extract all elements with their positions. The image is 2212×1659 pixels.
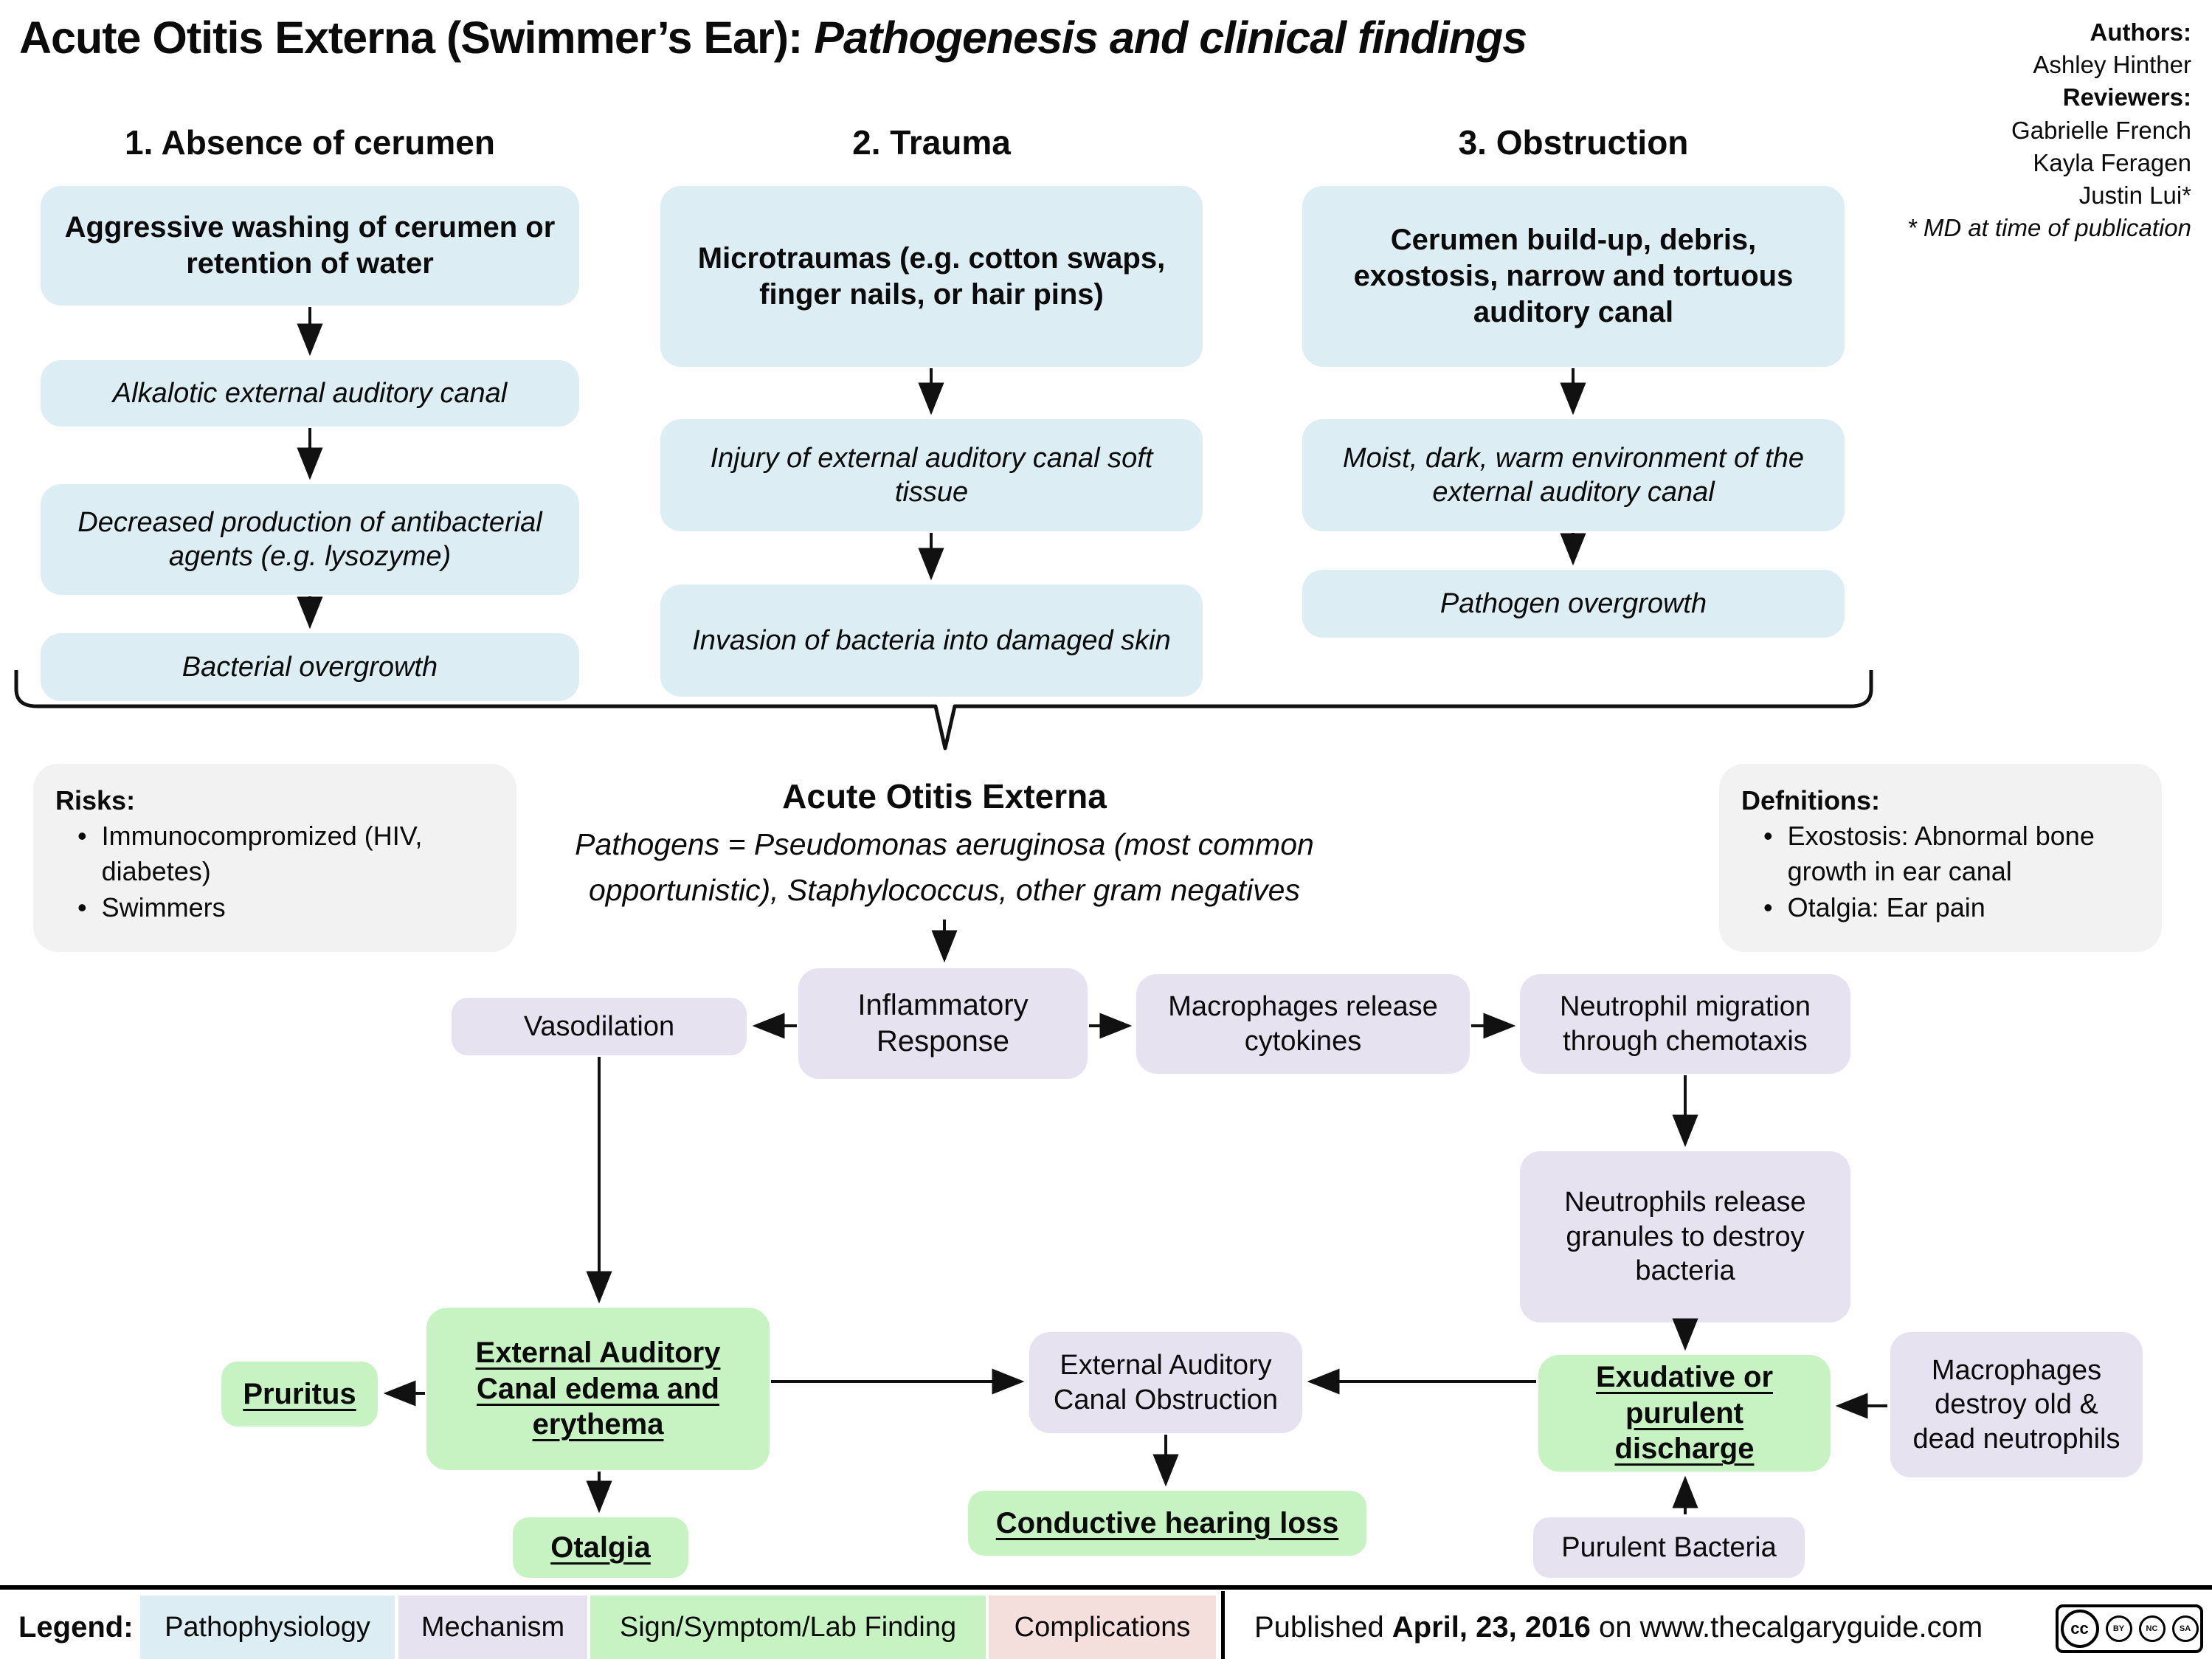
page-title: Acute Otitis Externa (Swimmer’s Ear): Pa… — [19, 12, 1527, 63]
box-conductive-hearing-loss: Conductive hearing loss — [968, 1491, 1366, 1556]
box-neutrophil-migration: Neutrophil migration through chemotaxis — [1520, 974, 1850, 1074]
box-macrophages-destroy: Macrophages destroy old & dead neutrophi… — [1890, 1332, 2143, 1477]
cc-icon: cc — [2060, 1610, 2099, 1648]
definition-item-text: Otalgia: Ear pain — [1787, 891, 1985, 922]
column-heading-trauma: 2. Trauma — [852, 123, 1011, 162]
bullet-icon: • — [1763, 891, 1773, 922]
bullet-icon: • — [77, 891, 87, 922]
published-site: on www.thecalgaryguide.com — [1590, 1610, 1983, 1644]
box-decreased-antibacterial: Decreased production of antibacterial ag… — [41, 484, 579, 595]
published-prefix: Published — [1254, 1610, 1392, 1644]
legend-item-pathophysiology: Pathophysiology — [140, 1596, 395, 1659]
legend-label: Legend: — [18, 1610, 134, 1644]
risk-item: • Immunocompromized (HIV, diabetes) — [55, 818, 494, 889]
legend-divider — [1221, 1591, 1225, 1659]
bullet-icon: • — [77, 821, 87, 852]
author-name: Ashley Hinther — [2033, 51, 2191, 79]
box-eac-obstruction: External Auditory Canal Obstruction — [1029, 1332, 1302, 1433]
box-microtraumas: Microtraumas (e.g. cotton swaps, finger … — [660, 186, 1203, 367]
cc-license-badge: cc BY NC SA — [2056, 1604, 2203, 1653]
definitions-heading: Defnitions: — [1741, 785, 1880, 815]
credits-block: Authors: Ashley Hinther Reviewers: Gabri… — [1907, 16, 2191, 245]
reviewer-name: Gabrielle French — [2011, 116, 2191, 144]
box-invasion-bacteria: Invasion of bacteria into damaged skin — [660, 584, 1203, 697]
box-eac-edema-erythema: External Auditory Canal edema and erythe… — [426, 1308, 770, 1470]
box-inflammatory-response: Inflammatory Response — [798, 968, 1088, 1079]
column-heading-absence-of-cerumen: 1. Absence of cerumen — [125, 123, 495, 162]
box-pruritus: Pruritus — [221, 1362, 378, 1427]
credits-footnote: * MD at time of publication — [1907, 214, 2191, 242]
risk-item-text: Swimmers — [101, 891, 226, 922]
box-vasodilation: Vasodilation — [452, 998, 747, 1055]
pathogens-text: Pathogens = Pseudomonas aeruginosa (most… — [575, 827, 1314, 907]
conductive-hearing-loss-label: Conductive hearing loss — [995, 1506, 1339, 1539]
definition-item: • Exostosis: Abnormal bone growth in ear… — [1741, 818, 2140, 889]
cc-nc-icon: NC — [2138, 1615, 2166, 1642]
cc-by-icon: BY — [2105, 1615, 2132, 1642]
box-alkalotic-canal: Alkalotic external auditory canal — [41, 360, 579, 427]
published-date: April, 23, 2016 — [1392, 1610, 1591, 1644]
box-otalgia: Otalgia — [513, 1517, 688, 1578]
eac-edema-label: External Auditory Canal edema and erythe… — [475, 1336, 721, 1441]
column-heading-obstruction: 3. Obstruction — [1458, 123, 1689, 162]
risks-note: Risks: • Immunocompromized (HIV, diabete… — [33, 764, 516, 952]
pruritus-label: Pruritus — [243, 1377, 356, 1410]
cc-sa-icon: SA — [2171, 1615, 2199, 1642]
authors-label: Authors: — [2090, 18, 2191, 46]
definition-item: • Otalgia: Ear pain — [1741, 890, 2140, 925]
box-moist-dark-warm: Moist, dark, warm environment of the ext… — [1302, 419, 1845, 531]
box-pathogen-overgrowth: Pathogen overgrowth — [1302, 570, 1845, 638]
legend-item-mechanism: Mechanism — [398, 1596, 587, 1659]
page-title-subtitle: Pathogenesis and clinical findings — [814, 13, 1527, 63]
box-neutrophils-granules: Neutrophils release granules to destroy … — [1520, 1151, 1850, 1322]
reviewer-name: Justin Lui* — [2078, 182, 2191, 210]
box-cerumen-buildup: Cerumen build-up, debris, exostosis, nar… — [1302, 186, 1845, 367]
legend-item-complications: Complications — [989, 1596, 1216, 1659]
risk-item-text: Immunocompromized (HIV, diabetes) — [101, 821, 423, 887]
otalgia-label: Otalgia — [550, 1531, 651, 1564]
definitions-note: Defnitions: • Exostosis: Abnormal bone g… — [1719, 764, 2162, 952]
definition-item-text: Exostosis: Abnormal bone growth in ear c… — [1787, 821, 2095, 887]
risks-heading: Risks: — [55, 785, 136, 815]
published-line: Published April, 23, 2016 on www.thecalg… — [1254, 1596, 1983, 1659]
bullet-icon: • — [1763, 821, 1773, 852]
page-title-main: Acute Otitis Externa (Swimmer’s Ear): — [19, 13, 815, 63]
box-macrophages-cytokines: Macrophages release cytokines — [1136, 974, 1470, 1074]
legend-item-sign-symptom: Sign/Symptom/Lab Finding — [590, 1596, 986, 1659]
box-purulent-bacteria: Purulent Bacteria — [1533, 1517, 1805, 1578]
exudative-discharge-label: Exudative or purulent discharge — [1595, 1360, 1774, 1466]
risk-item: • Swimmers — [55, 890, 494, 925]
reviewers-label: Reviewers: — [2062, 83, 2191, 111]
legend-top-rule — [0, 1585, 2212, 1590]
box-bacterial-overgrowth: Bacterial overgrowth — [41, 633, 579, 701]
disease-heading: Acute Otitis Externa — [782, 777, 1107, 815]
box-exudative-discharge: Exudative or purulent discharge — [1538, 1355, 1831, 1472]
box-aggressive-washing: Aggressive washing of cerumen or retenti… — [41, 186, 579, 306]
box-injury-soft-tissue: Injury of external auditory canal soft t… — [660, 419, 1203, 531]
reviewer-name: Kayla Feragen — [2033, 148, 2191, 176]
